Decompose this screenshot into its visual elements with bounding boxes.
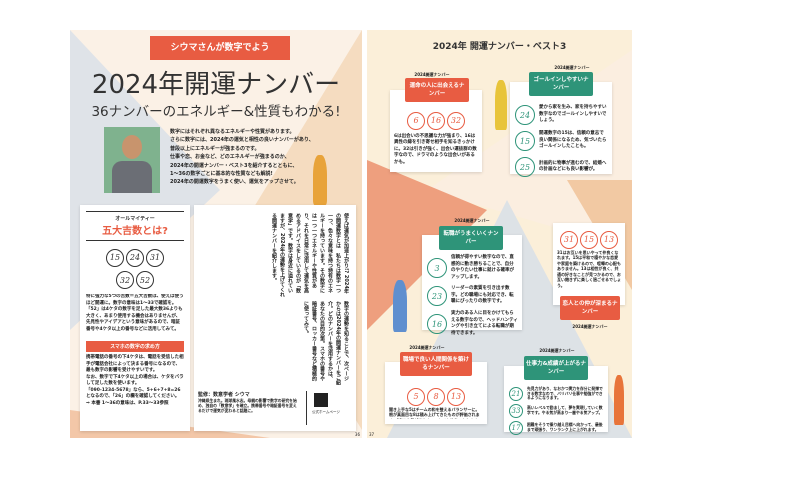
- intro-text: 数字にはそれぞれ異なるエネルギーや性質があります。 さらに数字には、2024年の…: [170, 128, 350, 187]
- article-text-2: 数字の運勢を知ることで、次ページからは2024年の開運ナンバーをご紹介。どのナン…: [303, 301, 349, 385]
- section-label: 2024開運ナンバー: [554, 65, 590, 70]
- lucky-number: 23: [427, 286, 447, 306]
- woman-illustration: [614, 375, 624, 425]
- intro-line: 仕事や恋、お金など、どのエネルギーが強まるのか、: [170, 154, 290, 161]
- page-number: 37: [369, 432, 375, 437]
- lucky-number: 25: [515, 157, 535, 177]
- section-label: 2024開運ナンバー: [572, 324, 608, 329]
- box-title: 五大吉数とは?: [86, 222, 184, 241]
- lucky-number: 52: [136, 271, 154, 289]
- page-number: 36: [354, 432, 360, 437]
- lucky-number: 8: [427, 387, 445, 406]
- supervisor-block: 監修：数意学者 シウマ 沖縄県生まれ。琉球風水志。母親の影響で数字の研究を始め、…: [198, 391, 298, 413]
- item-text: 信頼が得やすい数字なので、直感的に動き勝ちることで、自分のやりたい仕事に就ける確…: [451, 255, 514, 280]
- section-text: なお、数字で下4ケタ以上の場合は、ケタをバラして足した数を使います。: [86, 374, 184, 387]
- woman-illustration: [393, 280, 407, 332]
- page-title: 2024年開運ナンバー: [91, 70, 341, 100]
- item-text: リーダーの素質を引き出す数字。どの職場にも対応でき、転職にぴったりの数字です。: [451, 286, 514, 305]
- lucky-number: 24: [126, 248, 144, 267]
- section-label: 2024開運ナンバー: [414, 72, 450, 77]
- article-body: 私たちは数字一つ一つ、色々な意味を持つ特有のエネルギーを持っています。その数字に…: [271, 213, 341, 297]
- section-label: 2024開運ナンバー: [539, 348, 575, 353]
- section-label: 2024開運ナンバー: [409, 345, 445, 350]
- card-text: 聞き上手な5はチームの和を整えるバランサーに。根が真面目な8は積み上げてきたもの…: [389, 406, 480, 419]
- card-work-performance: 21 先見力があり、なおかつ実力を存分に発揮できる数字なので、バリバリ仕事や勉強が…: [504, 366, 608, 435]
- item-text: 実力のある人に目をかけてもらえる数字なので、ヘッドハンティングや引き立てによる転…: [451, 311, 518, 336]
- card-heading: 運命の人に出会えるナンバー: [405, 78, 469, 102]
- woman-illustration: [495, 80, 507, 130]
- lucky-number: 32: [447, 111, 465, 130]
- intro-line: 普段以上にエネルギーが強まるのです。: [170, 145, 260, 152]
- lucky-number: 32: [116, 271, 134, 289]
- woman-illustration: [313, 155, 327, 205]
- card-heading: 恋人との仲が深まるナンバー: [560, 296, 620, 320]
- lucky-number: 16: [427, 111, 445, 130]
- lucky-number: 5: [407, 387, 425, 406]
- supervisor-name: 監修：数意学者 シウマ: [198, 392, 250, 398]
- lucky-number: 16: [427, 314, 447, 334]
- item-text: 高いレベルで励まして、夢を実現していく数字です。やる気が高まり一層やる気アップ。: [527, 405, 603, 415]
- item-text: 困難をそうで乗り越え目標へ向かって、最後まで頑張り、ワンランク上に上がれます。: [527, 422, 603, 432]
- card-heading: 職場で良い人間関係を築けるナンバー: [400, 352, 472, 376]
- intro-line: 2024年の開運数字をうまく使い、運気をアップさせて。: [170, 179, 299, 186]
- header-ribbon: シウマさんが数字でよう: [150, 36, 290, 60]
- lucky-number: 17: [509, 421, 523, 435]
- page-subtitle: 36ナンバーのエネルギー&性質もわかる!: [91, 104, 341, 120]
- card-heading: ゴールインしやすいナンバー: [529, 72, 593, 96]
- page-title: 2024年 開運ナンバー・ベスト3: [432, 42, 567, 52]
- article-title: 使えば運気が加速上がり!? 2024年の開運数字とは: [335, 213, 349, 294]
- card-text: 31はお互いを思いやって仲良くなれます。15は平和で穏やかな恋愛や家庭を築けるの…: [557, 249, 621, 289]
- section-label: 2024開運ナンバー: [454, 218, 490, 223]
- item-text: 開運数字の15は、信頼の意志で良い関係になるため、気づいたらゴールインしたことも…: [539, 131, 607, 150]
- left-page: シウマさんが数字でよう 2024年開運ナンバー 36ナンバーのエネルギー&性質も…: [70, 30, 362, 438]
- author-photo: [104, 127, 160, 193]
- lucky-number: 15: [580, 230, 598, 249]
- qr-code[interactable]: [314, 393, 328, 407]
- lucky-number: 33: [509, 404, 523, 418]
- lucky-number: 31: [560, 230, 578, 249]
- card-heading: 仕事力&成績が上がるナンバー: [524, 356, 588, 380]
- lucky-number: 31: [146, 248, 164, 267]
- item-text: 計画的に物事が進むので、結婚への計画などにも良い影響が。: [539, 160, 607, 173]
- lucky-number: 24: [515, 105, 535, 125]
- supervisor-bio: 沖縄県生まれ。琉球風水志。母親の影響で数字の研究を始め、独自の「数意学」を確立。…: [198, 398, 297, 413]
- lucky-number: 21: [509, 387, 523, 401]
- article-column: 使えば運気が加速上がり!? 2024年の開運数字とは 私たちは数字一つ一つ、色々…: [194, 205, 356, 431]
- lucky-number: 13: [600, 230, 618, 249]
- section-header: スマホの数字の求め方: [86, 341, 184, 352]
- lucky-number: 3: [427, 258, 447, 278]
- article-text: 使えば運気が加速上がり!? 2024年の開運数字とは 私たちは数字一つ一つ、色々…: [200, 213, 350, 297]
- section-text: 携帯電話の番号の下4ケタは、電話を受信した相手が電話会社によって決まる番号になる…: [86, 355, 184, 373]
- lucky-number: 13: [447, 387, 465, 406]
- box-kicker: オールマイティー: [86, 211, 184, 222]
- intro-line: 2024年の開運ナンバー・ベスト3を紹介するとともに、: [170, 162, 298, 169]
- item-text: 愛から家を生み、家を持ちやすい数字なのでゴールインしやすいでしょう。: [539, 105, 607, 124]
- lucky-number: 15: [106, 248, 124, 267]
- lucky-number: 15: [515, 131, 535, 151]
- qr-label: 公式ホームページ: [312, 410, 340, 414]
- intro-line: 1〜36の数字ごとに基本的な性質なども解説!: [170, 171, 273, 178]
- intro-line: 数字にはそれぞれ異なるエネルギーや性質があります。: [170, 129, 295, 135]
- card-heading: 転職がうまくいくナンバー: [439, 226, 503, 250]
- card-text: 6は出会いの不思議な力が強まり、16は異性の縁を引き寄せ相手を知るきっかけに。3…: [394, 133, 477, 165]
- section-text: ⇒ 本書 1〜36の意味は、P.33〜33参照: [86, 400, 169, 406]
- box-body: 特に強力な5つの吉数＝五大吉数は、使えば使うほど開運に。数字の意味は1〜33で確…: [86, 294, 184, 332]
- item-text: 先見力があり、なおかつ実力を存分に発揮できる数字なので、バリバリ仕事や勉強ができ…: [527, 386, 603, 401]
- intro-line: さらに数字には、2024年の運気と相性の良いナンバーがあり、: [170, 137, 314, 144]
- lucky-number: 6: [407, 111, 425, 130]
- section-text: 「090-1234-5678」なら、5+6+7+8=26 となるので、「26」の…: [86, 387, 181, 400]
